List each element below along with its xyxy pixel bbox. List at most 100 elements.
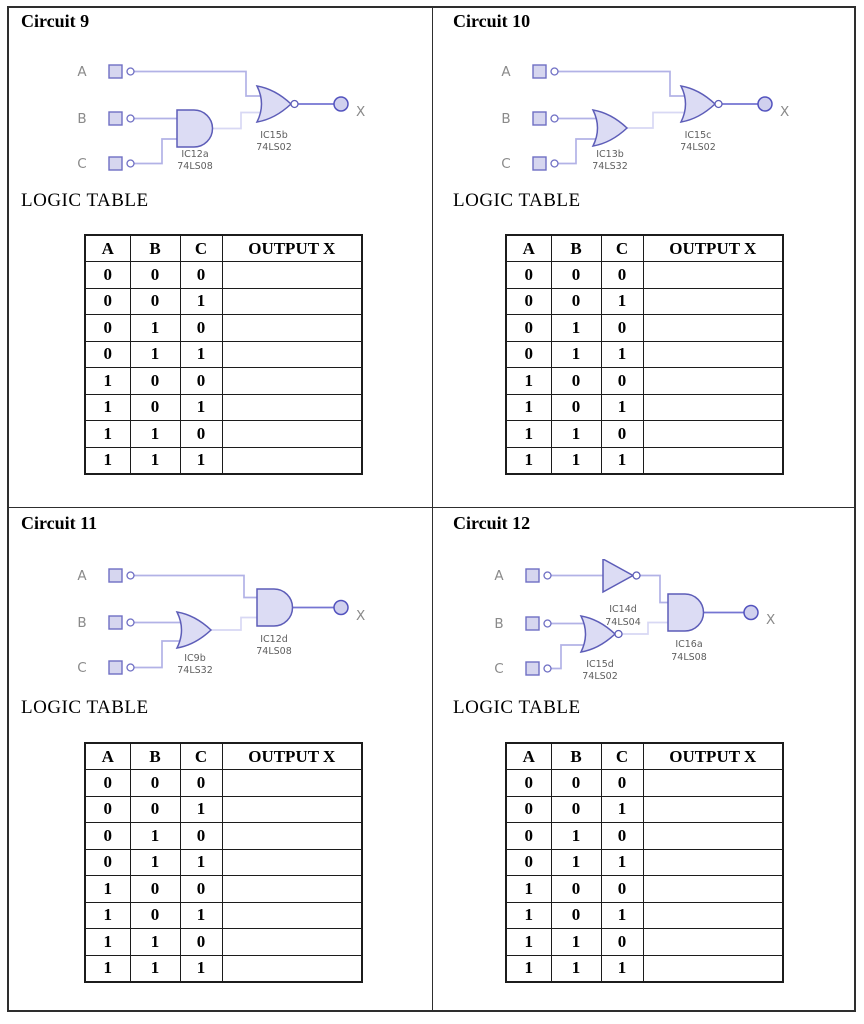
wire-c (134, 138, 179, 165)
cell-output-x (642, 340, 784, 368)
input-label-c: C (77, 156, 86, 172)
wire-not-to-and (640, 574, 672, 604)
truth-table-row: 0 0 1 (84, 795, 363, 823)
cell-output-x (221, 928, 363, 956)
gate2-name-label: IC15d (586, 659, 614, 670)
truth-table-circuit-10: A B C OUTPUT X 0 0 0 0 0 1 (505, 234, 784, 475)
input-label-b: B (77, 111, 86, 127)
cell-c: 1 (600, 446, 644, 475)
cell-a: 1 (84, 875, 131, 903)
cell-a: 0 (505, 822, 552, 850)
cell-output-x (642, 795, 784, 823)
cell-c: 1 (179, 848, 223, 876)
cell-b: 0 (550, 261, 602, 289)
cell-a: 0 (84, 340, 131, 368)
truth-table-row: 1 0 1 (84, 393, 363, 421)
cell-a: 0 (84, 314, 131, 342)
gate3-part-label: 74LS08 (671, 652, 707, 663)
cell-a: 1 (84, 901, 131, 929)
col-header-c: C (179, 234, 223, 262)
input-pin-a-terminal (126, 571, 135, 580)
gate1-part-label: 74LS04 (605, 617, 641, 628)
cell-c: 1 (179, 393, 223, 421)
cell-output-x (221, 822, 363, 850)
truth-table-row: 1 0 1 (505, 393, 784, 421)
cell-c: 0 (179, 822, 223, 850)
circuit-10-title: Circuit 10 (453, 11, 531, 31)
cell-output-x (221, 420, 363, 448)
input-pin-a-terminal (543, 571, 552, 580)
cell-b: 1 (129, 314, 181, 342)
cell-output-x (221, 367, 363, 395)
wire-c (558, 138, 600, 165)
col-header-output-x: OUTPUT X (642, 742, 784, 770)
truth-table-row: 0 0 0 (84, 769, 363, 797)
circuit-9-title: Circuit 9 (21, 11, 90, 31)
cell-output-x (221, 901, 363, 929)
col-header-b: B (550, 742, 602, 770)
gate1-name-label: IC12a (181, 149, 208, 160)
input-label-b: B (77, 615, 86, 631)
cell-a: 0 (505, 769, 552, 797)
wire-a (134, 574, 261, 599)
col-header-a: A (505, 234, 552, 262)
input-pin-a (108, 568, 123, 583)
cell-c: 1 (600, 393, 644, 421)
cell-b: 0 (129, 261, 181, 289)
cell-output-x (642, 367, 784, 395)
cell-b: 0 (129, 769, 181, 797)
gate1-part-label: 74LS32 (177, 665, 213, 676)
truth-table-circuit-11: A B C OUTPUT X 0 0 0 0 0 1 (84, 742, 363, 983)
cell-b: 1 (550, 822, 602, 850)
cell-b: 1 (129, 928, 181, 956)
gate1-name-label: IC13b (596, 149, 624, 160)
cell-a: 1 (505, 928, 552, 956)
cell-output-x (221, 446, 363, 475)
circuit-11-cell: Circuit 11 A B C X IC9b (9, 508, 433, 1010)
circuit-11-title: Circuit 11 (21, 513, 98, 533)
input-pin-a (525, 568, 540, 583)
output-label-x: X (780, 104, 789, 120)
col-header-output-x: OUTPUT X (221, 234, 363, 262)
cell-b: 0 (550, 795, 602, 823)
col-header-c: C (179, 742, 223, 770)
cell-a: 0 (84, 261, 131, 289)
circuit-grid: Circuit 9 A B C X (9, 8, 854, 1010)
cell-b: 0 (129, 393, 181, 421)
truth-table-circuit-9: A B C OUTPUT X 0 0 0 0 0 1 (84, 234, 363, 475)
col-header-c: C (600, 234, 644, 262)
cell-output-x (642, 314, 784, 342)
or-gate (175, 611, 213, 649)
cell-output-x (221, 954, 363, 983)
gate2-part-label: 74LS02 (680, 142, 716, 153)
cell-a: 1 (84, 928, 131, 956)
cell-a: 1 (505, 393, 552, 421)
input-pin-b-terminal (543, 619, 552, 628)
cell-a: 1 (505, 875, 552, 903)
truth-table-header-row: A B C OUTPUT X (84, 234, 363, 262)
input-pin-c-terminal (126, 663, 135, 672)
nor-gate (255, 85, 293, 123)
input-pin-b-terminal (550, 114, 559, 123)
truth-table-row: 0 0 0 (505, 769, 784, 797)
cell-output-x (221, 848, 363, 876)
input-pin-c (532, 156, 547, 171)
truth-table-row: 1 1 0 (505, 928, 784, 956)
cell-b: 0 (550, 901, 602, 929)
nor-bubble (290, 99, 299, 109)
cell-a: 1 (84, 446, 131, 475)
cell-a: 1 (505, 901, 552, 929)
cell-c: 0 (600, 822, 644, 850)
truth-table-row: 1 1 1 (84, 446, 363, 475)
cell-b: 1 (129, 848, 181, 876)
cell-a: 1 (84, 367, 131, 395)
truth-table-row: 1 0 0 (84, 367, 363, 395)
nor-bubble (614, 629, 623, 639)
cell-a: 1 (84, 954, 131, 983)
col-header-c: C (600, 742, 644, 770)
cell-c: 0 (179, 769, 223, 797)
circuit-12-cell: Circuit 12 A B (433, 508, 854, 1010)
cell-c: 1 (600, 901, 644, 929)
nor-gate (579, 615, 617, 653)
input-label-c: C (494, 661, 503, 677)
